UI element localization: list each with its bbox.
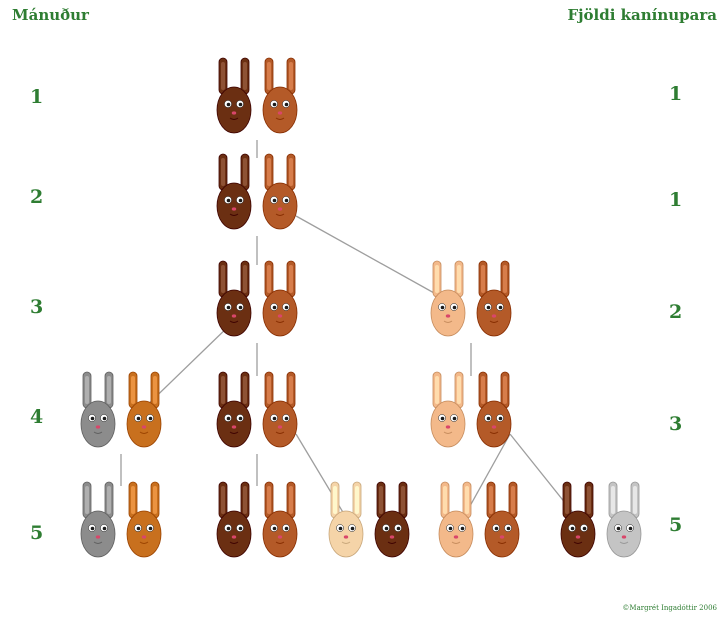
rabbit-medium-brown-icon xyxy=(477,372,511,447)
rabbit-dark-brown-icon xyxy=(217,482,251,557)
rabbit-medium-brown-icon xyxy=(263,261,297,336)
rabbit-medium-brown-icon xyxy=(263,154,297,229)
rabbit-cream-icon xyxy=(329,482,363,557)
rabbit-peach-icon xyxy=(431,261,465,336)
rabbit-medium-brown-icon xyxy=(263,482,297,557)
rabbit-dark-brown-icon xyxy=(217,261,251,336)
rabbit-dark-brown-icon xyxy=(375,482,409,557)
rabbit-dark-brown-icon xyxy=(217,154,251,229)
rabbit-orange-brown-icon xyxy=(127,482,161,557)
rabbit-light-gray-icon xyxy=(607,482,641,557)
rabbit-medium-brown-icon xyxy=(485,482,519,557)
rabbit-orange-brown-icon xyxy=(127,372,161,447)
rabbit-medium-brown-icon xyxy=(263,58,297,133)
copyright-credit: ©Margrét Ingadóttir 2006 xyxy=(622,604,717,612)
rabbit-medium-brown-icon xyxy=(263,372,297,447)
rabbit-dark-brown-icon xyxy=(561,482,595,557)
rabbit-peach-icon xyxy=(431,372,465,447)
rabbit-dark-brown-icon xyxy=(217,372,251,447)
rabbit-gray-icon xyxy=(81,482,115,557)
lineage-line-8 xyxy=(296,434,350,524)
rabbit-medium-brown-icon xyxy=(477,261,511,336)
rabbit-peach-icon xyxy=(439,482,473,557)
rabbit-gray-icon xyxy=(81,372,115,447)
lineage-line-2 xyxy=(296,216,452,303)
rabbit-dark-brown-icon xyxy=(217,58,251,133)
